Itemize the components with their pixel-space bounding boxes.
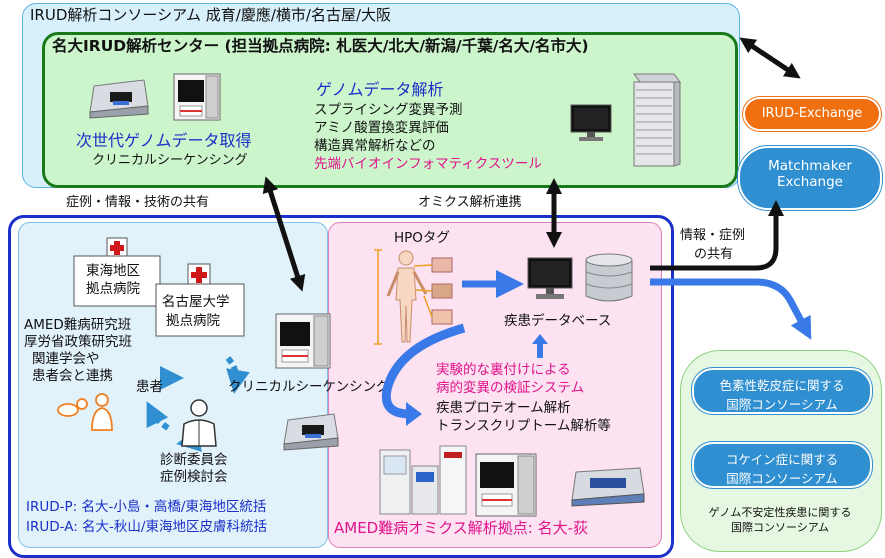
proteome-label: 疾患プロテオーム解析	[436, 400, 571, 416]
cockayne-consortium-node: コケイン症に関する 国際コンソーシアム	[692, 442, 872, 488]
matchmaker-label: Exchange	[777, 174, 843, 190]
committee-label: 症例検討会	[160, 469, 228, 485]
genome-instability-label: ゲノム不安定性疾患に関する	[708, 506, 852, 519]
analyzer-instrument-icon	[571, 467, 645, 507]
committee-label: 診断委員会	[160, 452, 228, 468]
hospital-label: 名古屋大学	[162, 294, 230, 310]
monitor-icon	[527, 257, 573, 299]
analysis-item: 構造異常解析などの	[314, 138, 436, 154]
acquisition-heading: 次世代ゲノムデータ取得	[76, 131, 252, 150]
hpo-to-database-arrow	[462, 270, 524, 298]
patient-family-icon	[57, 393, 113, 431]
tokai-hospital-icon	[73, 237, 161, 307]
analysis-highlight: 先端バイオインフォマティクスツール	[314, 156, 542, 172]
xp-consortium-node: 色素性乾皮症に関する 国際コンソーシアム	[692, 368, 872, 414]
server-rack-icon	[633, 73, 681, 167]
hospital-label: 拠点病院	[166, 313, 220, 329]
validation-up-arrow	[532, 334, 548, 358]
partner-item: 関連学会や	[32, 351, 100, 367]
partner-item: 厚労省政策研究班	[24, 334, 132, 350]
acquisition-subtitle: クリニカルシーケンシング	[92, 153, 248, 168]
info-sharing-label: 情報・症例	[680, 228, 746, 243]
sequencer-instrument-icon	[173, 73, 221, 121]
consortium-label: 国際コンソーシアム	[726, 397, 838, 412]
matchmaker-exchange-node: Matchmaker Exchange	[738, 146, 882, 210]
irud-p-label: IRUD-P: 名大-小島・高橋/東海地区統括	[26, 499, 267, 515]
validation-loop-arrow	[381, 323, 466, 426]
center-title: 名大IRUD解析センター (担当拠点病院: 札医大/北大/新潟/千葉/名大/名市…	[52, 37, 589, 55]
validation-label: 病的変異の検証システム	[436, 380, 585, 396]
doctor-icon	[181, 399, 217, 447]
consortium-label: 国際コンソーシアム	[726, 471, 838, 486]
partner-item: AMED難病研究班	[24, 317, 132, 333]
irud-a-label: IRUD-A: 名大-秋山/東海地区皮膚科統括	[26, 519, 267, 535]
case-sharing-label: 症例・情報・技術の共有	[66, 195, 210, 210]
matchmaker-label: Matchmaker	[768, 158, 852, 174]
hpo-tag-label: HPOタグ	[394, 230, 450, 246]
analysis-heading: ゲノムデータ解析	[316, 80, 444, 99]
sequencer-instrument-icon	[275, 313, 331, 369]
validation-label: 実験的な裏付けによる	[436, 362, 571, 378]
hospital-label: 拠点病院	[86, 281, 140, 297]
patient-label: 患者	[136, 379, 163, 395]
irud-exchange-node: IRUD-Exchange	[743, 97, 881, 131]
monitor-icon	[570, 104, 612, 141]
analysis-center-panel	[42, 32, 738, 188]
analysis-item: アミノ酸置換変異評価	[314, 120, 449, 136]
nagoya-hospital-icon	[155, 263, 245, 337]
consortium-label: コケイン症に関する	[725, 452, 839, 467]
transcriptome-label: トランスクリプトーム解析等	[436, 418, 611, 434]
mass-spectrometer-icon	[379, 445, 467, 515]
omics-link-label: オミクス解析連携	[418, 195, 522, 210]
benchtop-sequencer-icon	[283, 413, 339, 451]
benchtop-sequencer-icon	[89, 79, 149, 119]
omics-hub-label: AMED難病オミクス解析拠点: 名大-荻	[334, 519, 589, 537]
analysis-item: スプライシング変異予測	[314, 102, 463, 118]
disease-database-label: 疾患データベース	[504, 313, 612, 329]
human-body-phenotype-icon	[374, 249, 453, 345]
genome-instability-label: 国際コンソーシアム	[730, 521, 829, 534]
consortium-title: IRUD解析コンソーシアム 成育/慶應/横市/名古屋/大阪	[30, 6, 392, 24]
hospital-label: 東海地区	[86, 263, 140, 279]
database-icon	[585, 253, 633, 302]
clinical-sequencing-label: クリニカルシーケンシング	[228, 379, 390, 395]
sequencer-instrument-icon	[475, 453, 537, 517]
partner-item: 患者会と連携	[32, 368, 113, 384]
info-sharing-label: の共有	[694, 247, 734, 262]
consortium-label: 色素性乾皮症に関する	[719, 378, 845, 393]
